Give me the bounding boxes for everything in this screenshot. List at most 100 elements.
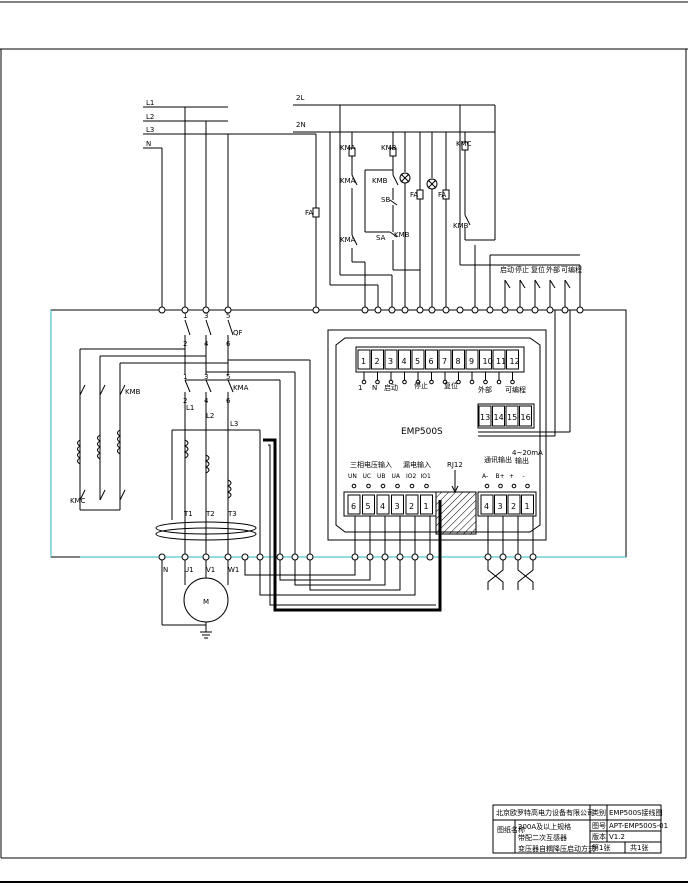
svg-text:5: 5 [226,373,230,381]
svg-text:6: 6 [226,340,231,348]
version-value: V1.2 [609,833,625,841]
svg-text:L2: L2 [206,412,214,420]
upper-terminal-point [510,379,515,385]
company-name: 北京欧罗特高电力设备有限公司 [496,808,594,817]
rj12-label: RJ12 [447,461,463,469]
control-circuit: 2L 2N KMA KMA KMA KMB KMB SB SA KMB [293,94,580,310]
svg-text:版本: 版本 [592,832,606,841]
upper-terminal-point [442,379,448,385]
svg-text:3: 3 [204,312,208,320]
upper-terminal-point [402,379,407,385]
l1-label: L1 [146,99,154,107]
svg-text:停止: 停止 [414,381,428,390]
lower-right-pin-labels: A-B++- [482,473,530,489]
cabinet-top-terminals [158,306,584,314]
ctrl-label-start: 启动 [500,265,514,274]
lower-left-terminal-number: 2 [409,502,414,511]
lower-left-pin-point [424,483,429,489]
svg-text:KMA: KMA [340,144,356,152]
comm-output-label: 通讯输出 [484,455,512,464]
svg-text:可编程: 可编程 [505,385,526,394]
relay-terminal-cell [492,405,505,427]
relay-terminal-number: 15 [507,413,517,422]
lower-left-pin-label: IO1 [421,473,431,480]
svg-text:FA: FA [305,209,313,217]
lower-left-pin-label: UN [348,473,357,480]
svg-text:图号: 图号 [592,822,606,830]
l2-label: L2 [146,113,154,121]
upper-terminal-cell [506,349,519,370]
main-power-lines: L1 L2 L3 N FA [143,99,320,310]
svg-text:SA: SA [376,234,386,242]
svg-text:复位: 复位 [444,381,458,390]
upper-terminal-point [469,379,475,385]
lower-right-pin-label: A- [482,473,488,480]
upper-terminal-cell [384,349,398,370]
lower-left-terminal-cell [362,494,375,515]
lower-left-terminal-number: 4 [380,502,385,511]
lower-left-terminal-number: 6 [351,502,356,511]
lower-right-terminal-number: 2 [511,502,516,511]
svg-text:1: 1 [358,384,362,392]
upper-terminal-point [388,379,394,385]
lower-left-terminal-cell [391,494,404,515]
lower-right-pin-label: - [523,473,525,480]
lower-left-pin-point [395,483,400,489]
svg-text:N: N [372,384,377,392]
svg-text:N: N [163,566,168,574]
svg-text:KMB: KMB [125,388,141,396]
upper-terminal-number: 11 [496,357,506,366]
svg-text:启动: 启动 [384,383,398,392]
device-lower-wiring [185,359,534,596]
lower-right-terminal-number: 1 [525,502,530,511]
analog-range-label: 4~20mA [512,449,543,457]
upper-terminal-point [483,379,488,385]
svg-text:KMB: KMB [453,222,469,230]
lower-left-terminal-number: 5 [366,502,371,511]
svg-text:200A及以上规格: 200A及以上规格 [518,822,571,831]
relay-terminal-number: 13 [480,413,490,422]
svg-text:KMA: KMA [340,177,356,185]
lower-right-terminal-cell [480,494,494,515]
upper-terminal-number: 4 [402,357,407,366]
lower-right-pin-point [525,483,530,489]
cabinet-bottom-terminals [158,553,537,561]
lower-left-pin-label: UB [377,473,386,480]
upper-terminal-number: 1 [361,357,366,366]
upper-terminal-point [456,379,461,385]
l3-label: L3 [146,126,154,134]
lower-left-pin-label: IO2 [406,473,416,480]
relay-terminal-cell [505,405,519,427]
svg-text:第1张: 第1张 [592,843,610,852]
upper-terminal-cell [371,349,384,370]
motor: N U1 V1 W1 M [161,560,239,639]
svg-text:5: 5 [226,312,230,320]
svg-text:4: 4 [204,340,209,348]
lower-left-pin-point [380,483,386,489]
lower-right-pin-label: B+ [496,473,505,480]
lower-left-terminal-cell [376,494,390,515]
external-switches: 启动 停止 复位 外部 可编程 [500,264,582,310]
svg-text:变压器自耦降压启动方式: 变压器自耦降压启动方式 [518,844,595,853]
upper-terminal-number: 6 [429,357,434,366]
upper-terminal-number: 7 [442,357,447,366]
upper-terminal-point [361,379,367,385]
svg-text:SB: SB [381,196,390,204]
svg-text:FA: FA [410,191,418,199]
lower-right-terminal-number: 4 [484,502,489,511]
svg-text:QF: QF [233,329,243,337]
three-phase-input-label: 三相电压输入 [350,460,392,469]
output-label: 输出 [515,456,529,465]
svg-text:外部: 外部 [478,385,492,394]
c2l-label: 2L [296,94,304,102]
upper-terminal-block [355,346,525,373]
upper-terminal-number: 8 [456,357,461,366]
qf-breaker: 1 3 5 QF 2 4 6 [183,312,243,375]
ct-ring [155,521,257,535]
svg-text:共1张: 共1张 [630,843,648,852]
emp500s-device [327,329,547,541]
ctrl-label-external: 外部 [546,265,560,274]
